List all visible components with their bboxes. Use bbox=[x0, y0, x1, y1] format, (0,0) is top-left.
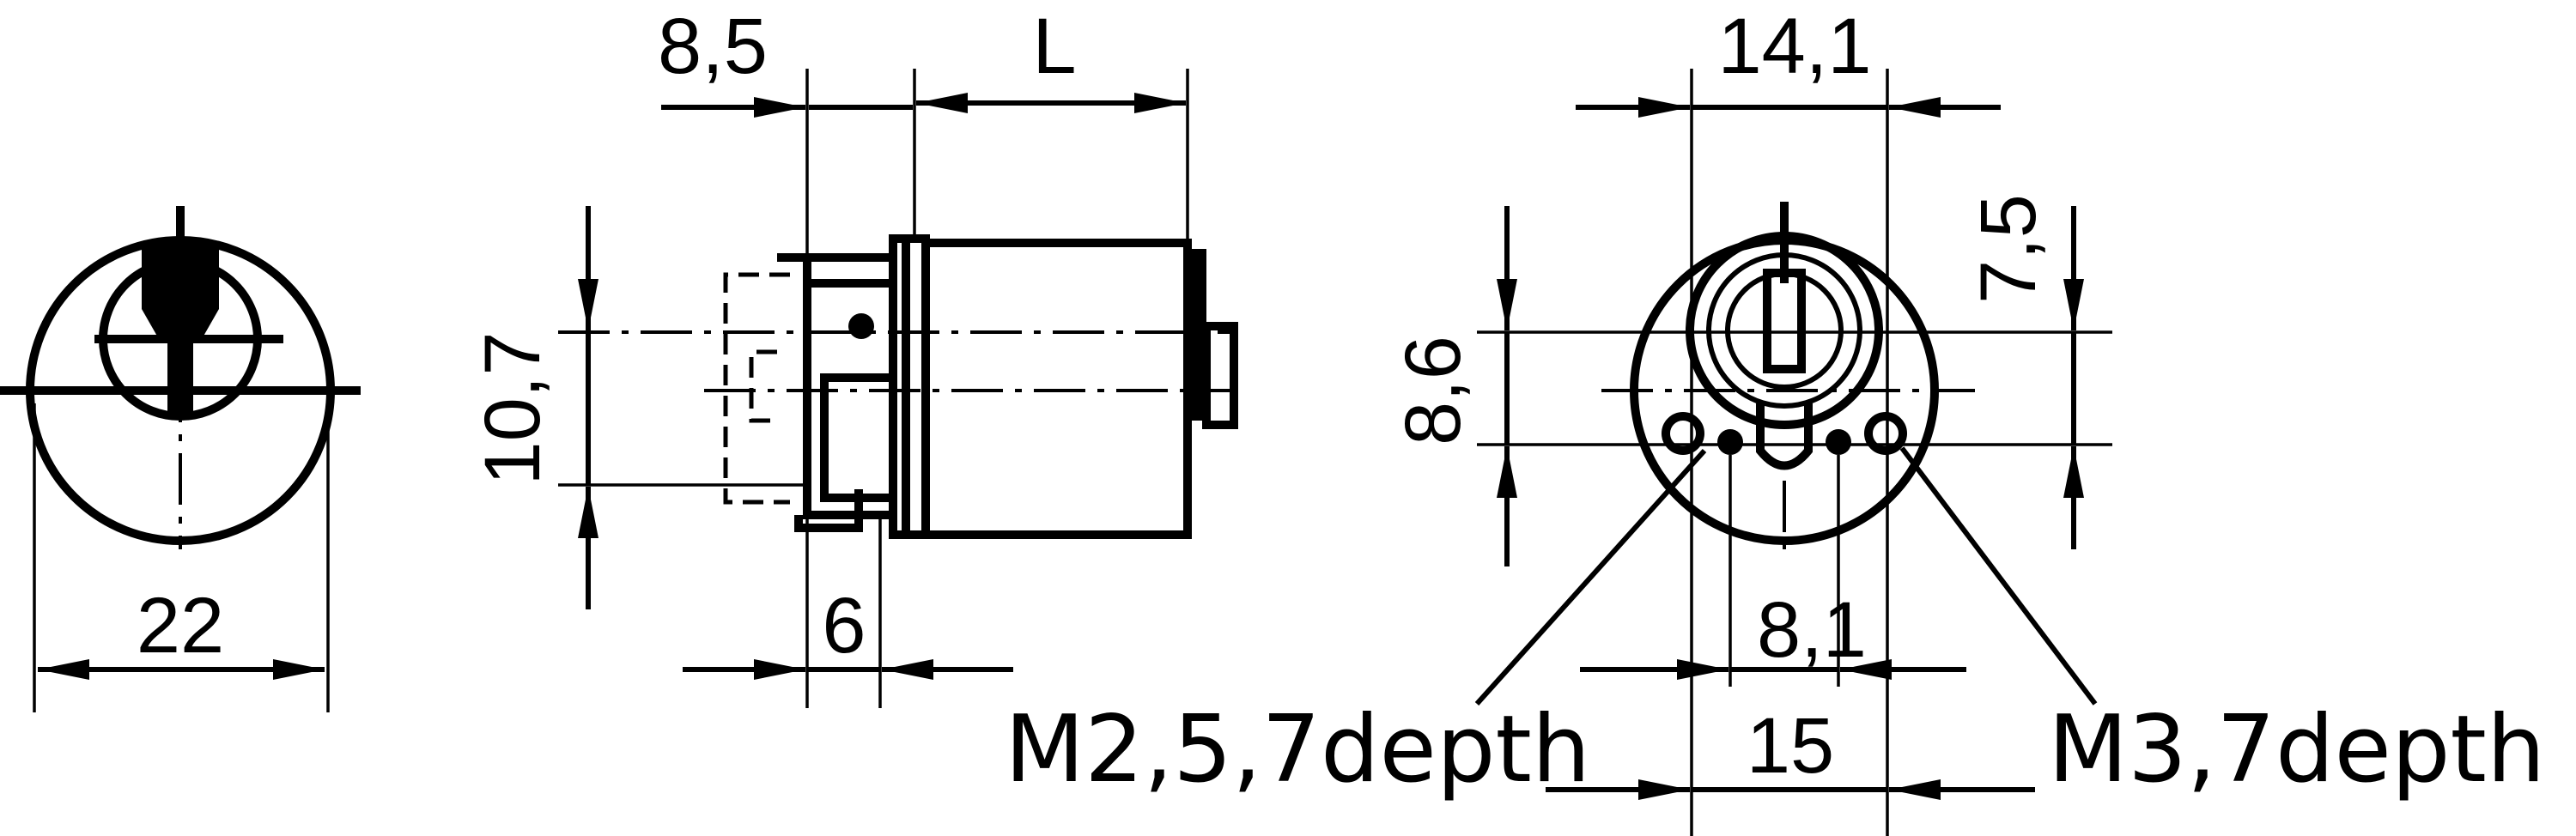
side-hidden-outline bbox=[723, 272, 790, 505]
rear-hole-m25-left bbox=[1717, 429, 1743, 455]
side-rear-stub bbox=[1202, 322, 1238, 429]
left-thread-note: M2,5,7depth bbox=[1005, 696, 1590, 803]
rear-hole-m25-right bbox=[1826, 429, 1851, 455]
rear-hole-m3-left bbox=[1662, 412, 1704, 455]
rear-inner-label: 8,1 bbox=[1757, 586, 1867, 674]
right-thread-leader bbox=[1899, 446, 2098, 706]
front-diameter-label: 22 bbox=[137, 582, 224, 669]
rear-right-label: 7,5 bbox=[1965, 194, 2052, 304]
side-length-label: L bbox=[1032, 3, 1076, 90]
front-keyway bbox=[142, 240, 219, 339]
side-view: 8,5 L 10,7 6 bbox=[469, 3, 1238, 708]
side-hidden-keyway bbox=[749, 349, 777, 423]
rear-hole-m3-right bbox=[1864, 412, 1907, 455]
side-plug-inner bbox=[820, 373, 897, 502]
side-plug-step-bottom bbox=[794, 489, 863, 532]
front-keyway-slot bbox=[167, 339, 193, 412]
side-height-label: 10,7 bbox=[469, 331, 556, 485]
side-flange-label: 8,5 bbox=[658, 3, 768, 90]
right-thread-note: M3,7depth bbox=[2048, 696, 2545, 803]
rear-left-label: 8,6 bbox=[1389, 336, 1477, 445]
rear-outer-label: 15 bbox=[1747, 702, 1834, 790]
side-pin bbox=[848, 313, 874, 339]
rear-view: 14,1 7,5 8,6 8,1 15 M2,5,7depth M3,7dept… bbox=[1005, 3, 2545, 836]
rear-top-label: 14,1 bbox=[1717, 3, 1871, 90]
rear-key-slot bbox=[1763, 269, 1806, 373]
side-shaft-label: 6 bbox=[822, 582, 866, 669]
front-view: 22 bbox=[0, 206, 361, 712]
side-rear-cap bbox=[1188, 249, 1206, 421]
left-thread-leader bbox=[1474, 448, 1707, 706]
rear-key-lobe bbox=[1756, 403, 1813, 470]
